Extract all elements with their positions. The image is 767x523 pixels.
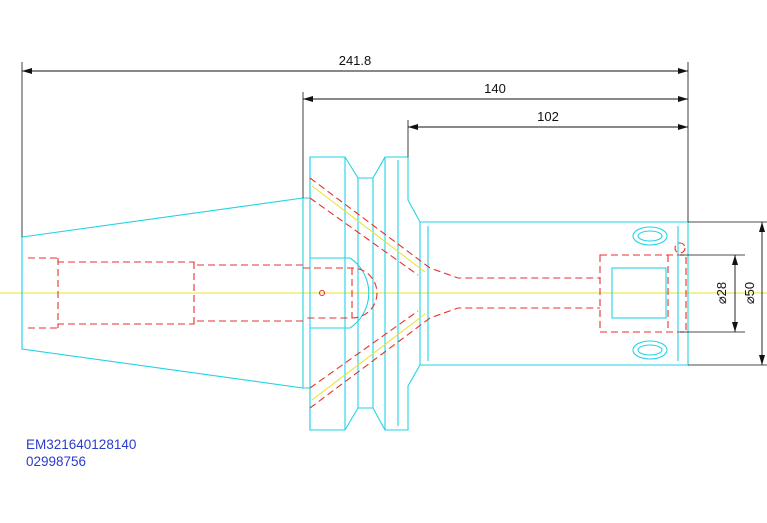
article-number: 02998756 xyxy=(26,454,86,469)
screw-holes xyxy=(611,226,668,360)
hidden-lines xyxy=(28,177,687,409)
dim-bore-diameter: ⌀28 xyxy=(714,282,729,304)
dim-outer-diameter: ⌀50 xyxy=(742,282,757,304)
dim-overall-length: 241.8 xyxy=(339,53,372,68)
dim-flange-to-end: 140 xyxy=(484,81,506,96)
hatch-guides xyxy=(311,185,426,401)
part-number: EM321640128140 xyxy=(26,437,136,452)
center-mark xyxy=(318,289,326,297)
dim-body-length: 102 xyxy=(537,109,559,124)
extension-lines xyxy=(21,62,767,366)
shank-body xyxy=(420,221,689,366)
flange xyxy=(303,156,421,431)
